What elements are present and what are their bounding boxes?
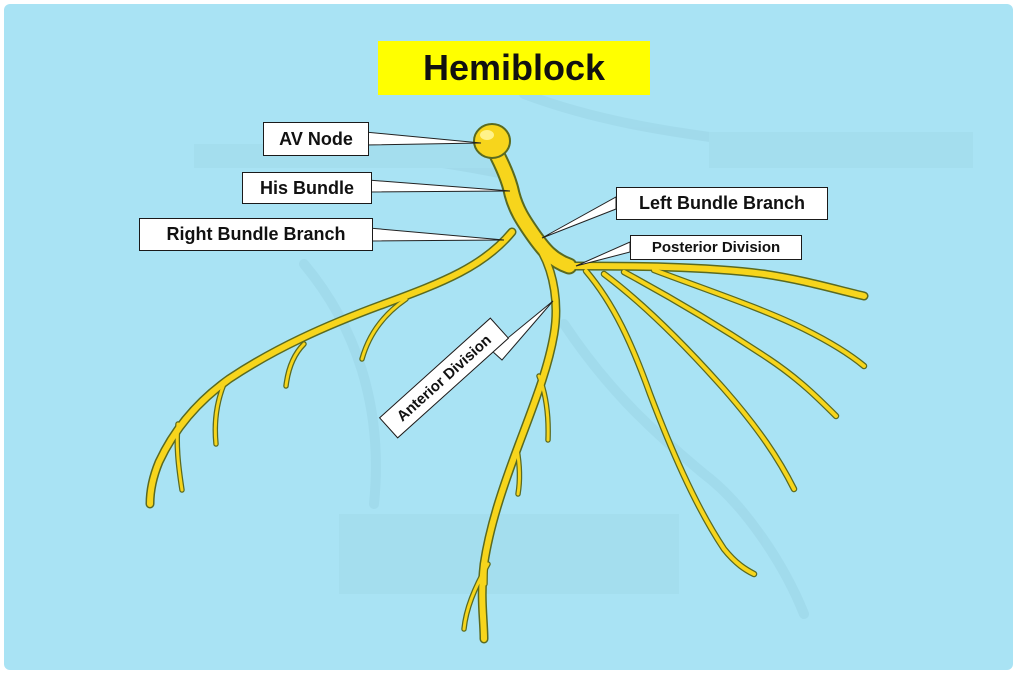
av-node-bulb bbox=[474, 124, 510, 158]
leader-right-bundle-branch bbox=[369, 228, 504, 241]
slide-title: Hemiblock bbox=[378, 41, 650, 95]
label-av-node: AV Node bbox=[263, 122, 369, 156]
label-his-bundle: His Bundle bbox=[242, 172, 372, 204]
leader-his-bundle bbox=[368, 180, 510, 192]
label-right-bundle-branch: Right Bundle Branch bbox=[139, 218, 373, 251]
slide-background: Hemiblock AV Node His Bundle Right Bundl… bbox=[4, 4, 1013, 670]
leader-av-node bbox=[365, 132, 481, 145]
leader-left-bundle-branch bbox=[542, 197, 616, 238]
label-posterior-division: Posterior Division bbox=[630, 235, 802, 260]
label-left-bundle-branch: Left Bundle Branch bbox=[616, 187, 828, 220]
